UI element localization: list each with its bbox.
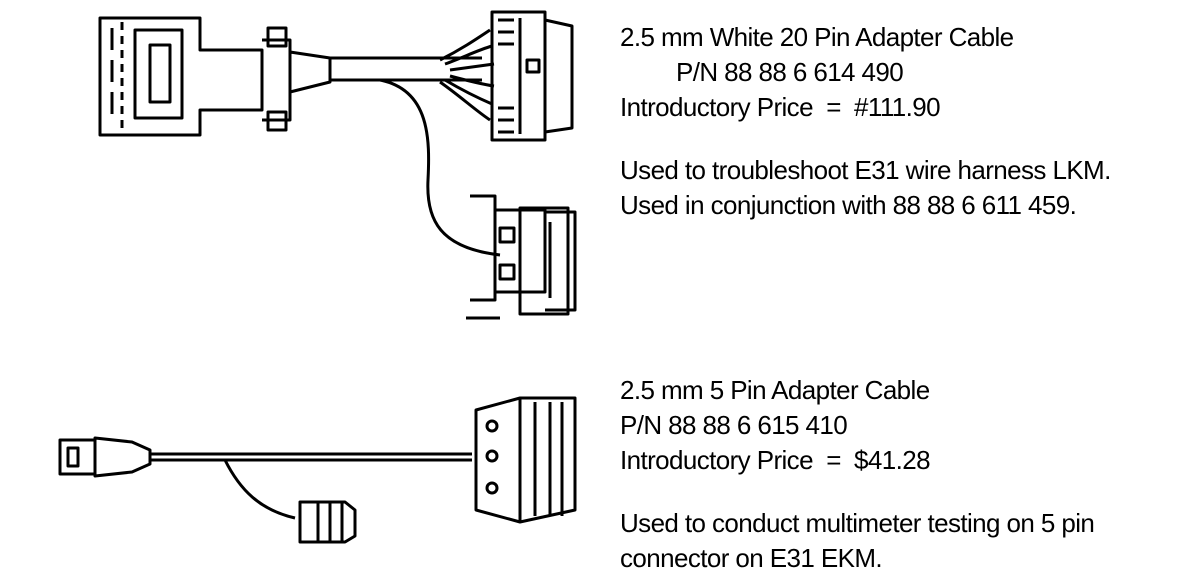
price: Introductory Price = #111.90 [620,92,941,122]
usage-line: Used to conduct multimeter testing on 5 … [620,508,1095,538]
part-number: P/N 88 88 6 615 410 [620,410,848,440]
spacer [620,125,1111,153]
usage-line: connector on E31 EKM. [620,543,883,573]
price: Introductory Price = $41.28 [620,445,931,475]
spacer [620,478,1094,506]
product-title: 2.5 mm White 20 Pin Adapter Cable [620,22,1014,52]
20-pin-adapter-cable-icon [98,10,577,320]
usage-line: Used in conjunction with 88 88 6 611 459… [620,190,1077,220]
5-pin-adapter-cable-icon [58,396,577,544]
usage-line: Used to troubleshoot E31 wire harness LK… [620,155,1111,185]
part-number: P/N 88 88 6 614 490 [676,57,904,87]
product-5-pin-adapter: 2.5 mm 5 Pin Adapter Cable P/N 88 88 6 6… [620,373,1095,576]
product-20-pin-adapter: 2.5 mm White 20 Pin Adapter Cable P/N 88… [620,20,1111,223]
product-title: 2.5 mm 5 Pin Adapter Cable [620,375,930,405]
